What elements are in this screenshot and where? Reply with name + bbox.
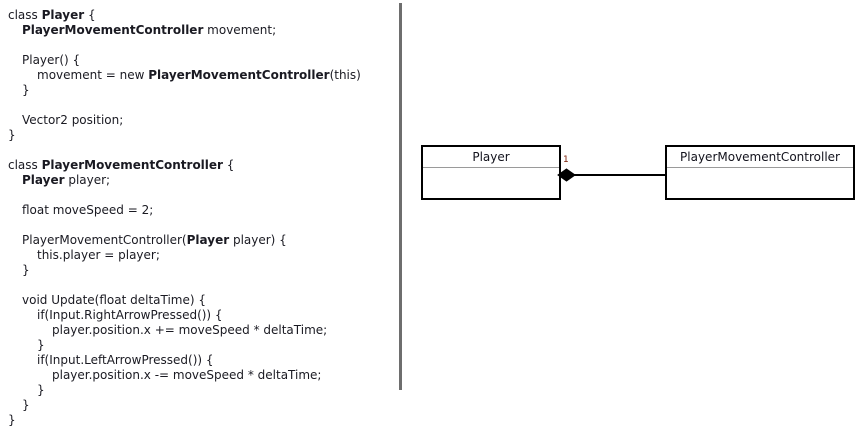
code-line: if(Input.RightArrowPressed()) { bbox=[37, 308, 223, 323]
uml-class-box-playermovementcontroller[interactable]: PlayerMovementController bbox=[665, 145, 855, 200]
code-token-text: } bbox=[22, 263, 30, 277]
uml-class-body-player bbox=[423, 168, 559, 198]
code-token-text: } bbox=[37, 338, 45, 352]
code-token-text: movement = new bbox=[37, 68, 149, 82]
code-line: PlayerMovementController movement; bbox=[22, 23, 276, 38]
code-token-text: this.player = player; bbox=[37, 248, 160, 262]
code-token-text: Vector2 position; bbox=[22, 113, 124, 127]
code-token-text: (this) bbox=[329, 68, 361, 82]
code-token-text: } bbox=[37, 383, 45, 397]
code-line: class Player { bbox=[8, 8, 96, 23]
code-token-text: } bbox=[8, 413, 16, 427]
code-line: } bbox=[37, 338, 45, 353]
code-line: class PlayerMovementController { bbox=[8, 158, 234, 173]
code-token-text: movement; bbox=[203, 23, 277, 37]
code-line: player.position.x += moveSpeed * deltaTi… bbox=[52, 323, 327, 338]
code-line: PlayerMovementController(Player player) … bbox=[22, 233, 287, 248]
uml-class-name-playermovementcontroller: PlayerMovementController bbox=[680, 150, 840, 164]
code-line: } bbox=[8, 128, 16, 143]
code-line: movement = new PlayerMovementController(… bbox=[37, 68, 361, 83]
uml-class-header-player: Player bbox=[423, 147, 559, 168]
code-token-type: Player bbox=[22, 173, 65, 187]
code-token-text: player; bbox=[64, 173, 111, 187]
uml-diagram-panel: Player 1 PlayerMovementController bbox=[400, 0, 864, 405]
code-line: } bbox=[22, 83, 30, 98]
uml-class-name-player: Player bbox=[472, 150, 510, 164]
code-line: } bbox=[22, 398, 30, 413]
code-line: Vector2 position; bbox=[22, 113, 123, 128]
code-line: Player player; bbox=[22, 173, 110, 188]
code-token-text: Player() { bbox=[22, 53, 81, 67]
code-token-text: class bbox=[8, 158, 42, 172]
uml-multiplicity-label: 1 bbox=[563, 155, 569, 165]
code-line: } bbox=[22, 263, 30, 278]
code-line: } bbox=[8, 413, 16, 428]
code-token-text: player) { bbox=[229, 233, 287, 247]
code-token-type: Player bbox=[41, 8, 85, 22]
uml-composition-diamond-icon bbox=[557, 168, 576, 182]
code-token-type: PlayerMovementController bbox=[148, 68, 330, 82]
code-line: } bbox=[37, 383, 45, 398]
code-token-type: Player bbox=[186, 233, 230, 247]
code-line: void Update(float deltaTime) { bbox=[22, 293, 206, 308]
code-token-text: class bbox=[8, 8, 42, 22]
code-token-text: } bbox=[22, 83, 30, 97]
code-token-text: player.position.x -= moveSpeed * deltaTi… bbox=[52, 368, 322, 382]
code-token-text: } bbox=[8, 128, 16, 142]
uml-class-body-playermovementcontroller bbox=[667, 168, 853, 198]
panel-divider bbox=[399, 3, 402, 390]
code-token-text: } bbox=[22, 398, 30, 412]
code-line: float moveSpeed = 2; bbox=[22, 203, 153, 218]
code-token-type: PlayerMovementController bbox=[41, 158, 223, 172]
code-token-text: float moveSpeed = 2; bbox=[22, 203, 154, 217]
code-panel: class Player {PlayerMovementController m… bbox=[0, 0, 396, 427]
code-line: Player() { bbox=[22, 53, 80, 68]
code-line: if(Input.LeftArrowPressed()) { bbox=[37, 353, 214, 368]
code-token-text: player.position.x += moveSpeed * deltaTi… bbox=[52, 323, 328, 337]
code-token-type: PlayerMovementController bbox=[22, 23, 204, 37]
code-token-text: { bbox=[222, 158, 235, 172]
code-line: player.position.x -= moveSpeed * deltaTi… bbox=[52, 368, 321, 383]
code-token-text: if(Input.LeftArrowPressed()) { bbox=[37, 353, 214, 367]
code-token-text: PlayerMovementController( bbox=[22, 233, 187, 247]
uml-class-box-player[interactable]: Player bbox=[421, 145, 561, 200]
code-token-text: { bbox=[84, 8, 96, 22]
uml-class-header-playermovementcontroller: PlayerMovementController bbox=[667, 147, 853, 168]
uml-composition-line bbox=[561, 174, 665, 176]
code-token-text: void Update(float deltaTime) { bbox=[22, 293, 207, 307]
code-token-text: if(Input.RightArrowPressed()) { bbox=[37, 308, 223, 322]
code-line: this.player = player; bbox=[37, 248, 160, 263]
